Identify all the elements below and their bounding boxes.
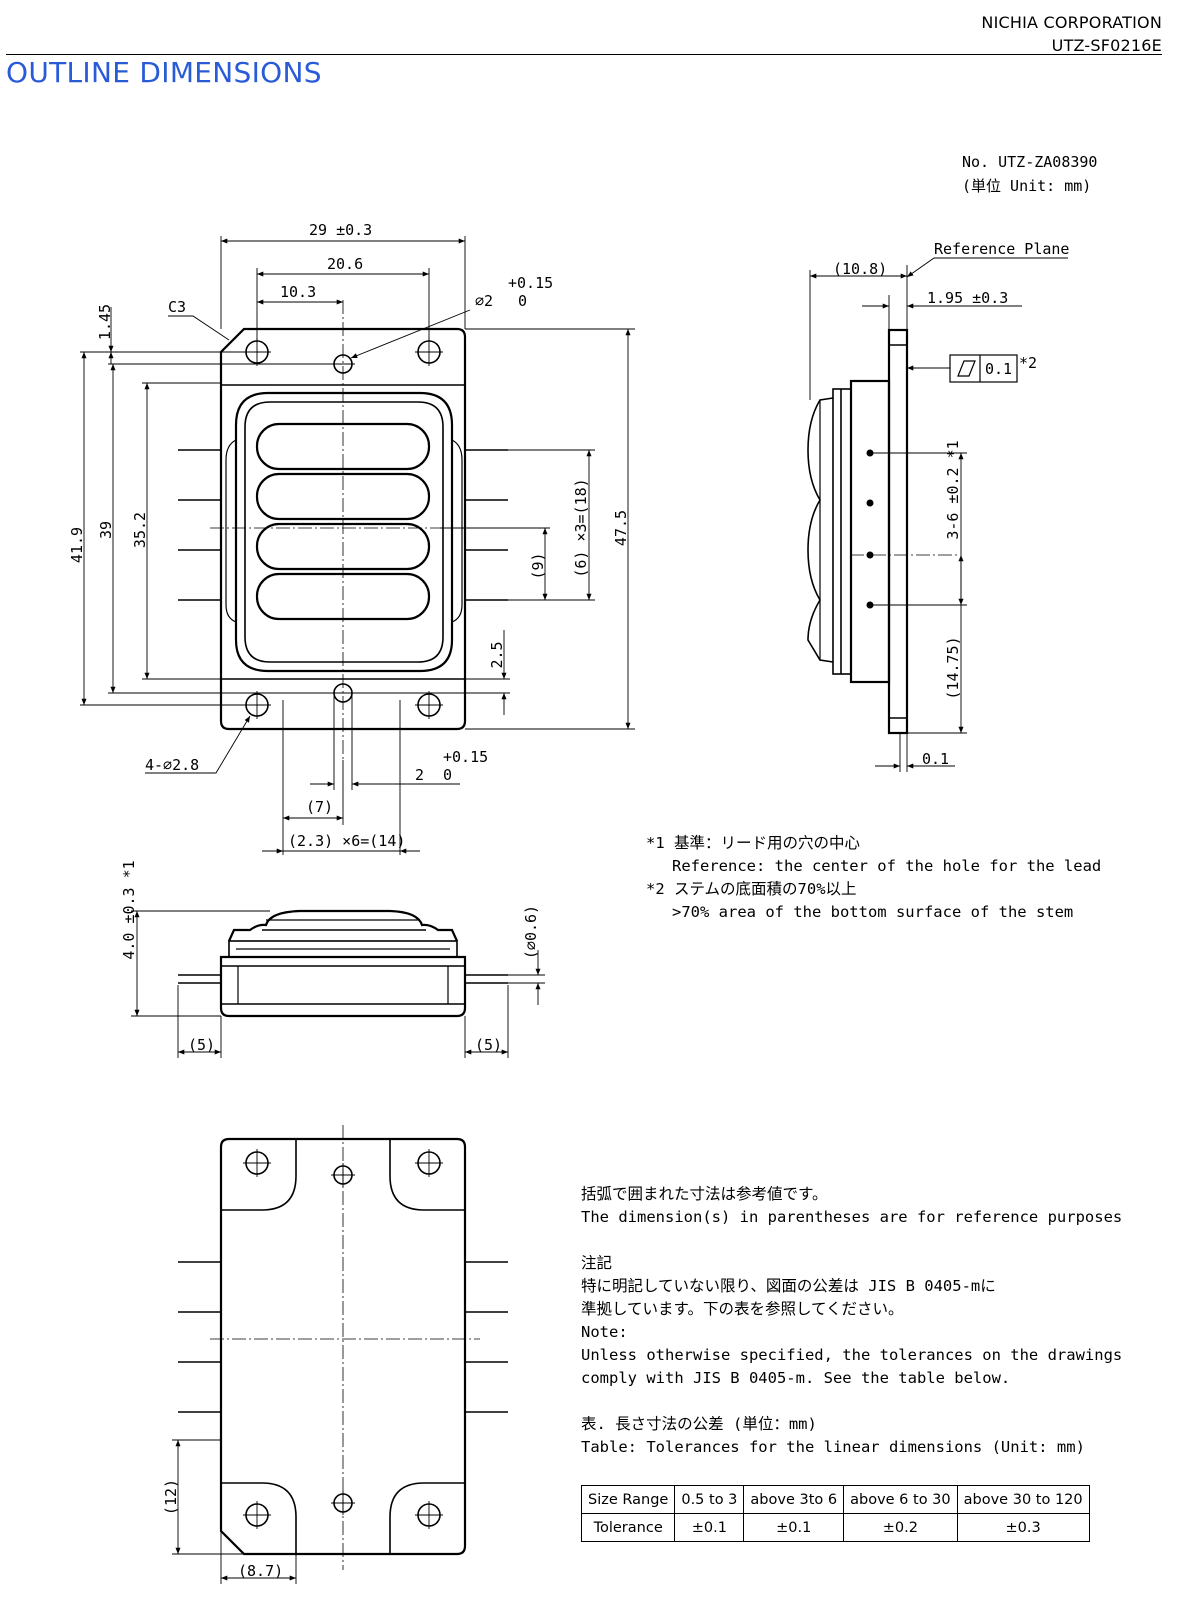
front-view: [178, 909, 508, 1018]
dim-1-45: 1.45: [96, 304, 114, 340]
note-1-en: Reference: the center of the hole for th…: [672, 857, 1102, 875]
page-title: OUTLINE DIMENSIONS: [6, 56, 322, 89]
note-ja-2: 準拠しています。下の表を参照してください。: [581, 1300, 904, 1318]
note-1-ja: *1 基準：リード用の穴の中心: [646, 834, 860, 852]
dim-14: (2.3) ×6=(14): [288, 832, 405, 850]
dim-lead-dia: (⌀0.6): [522, 905, 540, 959]
dim-chamfer: C3: [168, 298, 186, 316]
table-cell: ±0.1: [743, 1513, 845, 1542]
dim-0-1: 0.1: [922, 750, 949, 768]
document-id: UTZ-SF0216E: [1051, 36, 1162, 55]
dim-pitch-9: (9): [529, 552, 547, 579]
table-caption-ja: 表. 長さ寸法の公差 (単位：mm): [581, 1415, 817, 1433]
dim-7: (7): [306, 798, 333, 816]
table-cell: above 30 to 120: [956, 1485, 1090, 1514]
dim-8-7: (8.7): [238, 1562, 283, 1580]
top-view: [178, 300, 508, 760]
reference-plane-label: Reference Plane: [934, 240, 1069, 258]
hole-tol-lower: 0: [518, 292, 527, 310]
dim-lead-left: (5): [188, 1036, 215, 1054]
drawing-number: No. UTZ-ZA08390: [962, 153, 1097, 171]
table-cell: above 3to 6: [743, 1485, 845, 1514]
dim-39: 39: [97, 521, 115, 539]
note-en-2: comply with JIS B 0405-m. See the table …: [581, 1369, 1011, 1387]
paren-note-ja: 括弧で囲まれた寸法は参考値です。: [581, 1185, 828, 1203]
dim-14-75: (14.75): [944, 636, 962, 699]
table-cell: ±0.1: [674, 1513, 745, 1542]
table-cell: ±0.2: [843, 1513, 958, 1542]
dim-1-95: 1.95 ±0.3: [927, 289, 1008, 307]
note-ja-head: 注記: [581, 1254, 613, 1272]
flatness-note: *2: [1019, 354, 1037, 372]
slot-width: 2: [415, 766, 424, 784]
dim-35-2: 35.2: [131, 512, 149, 548]
table-caption-en: Table: Tolerances for the linear dimensi…: [581, 1438, 1085, 1456]
table-cell: above 6 to 30: [843, 1485, 958, 1514]
note-en-head: Note:: [581, 1323, 628, 1341]
slot-tol-lower: 0: [443, 766, 452, 784]
table-header-row: Size Range 0.5 to 3 above 3to 6 above 6 …: [580, 1485, 1090, 1514]
dim-2-5: 2.5: [488, 641, 506, 668]
dim-height-4-0: 4.0 ±0.3 *1: [120, 860, 138, 959]
front-view-dimensions: 4.0 ±0.3 *1 (⌀0.6) (5) (5): [120, 860, 545, 1058]
note-2-en: >70% area of the bottom surface of the s…: [672, 903, 1074, 921]
side-view-dimensions: Reference Plane (10.8) 1.95 ±0.3 0.1 *2 …: [809, 240, 1069, 772]
header-rule: [6, 54, 1162, 55]
notes-block-1: *1 基準：リード用の穴の中心 Reference: the center of …: [646, 832, 1101, 924]
top-view-dimensions: 29 ±0.3 20.6 10.3 C3 +0.15 ⌀2 0 41.9 39 …: [68, 221, 635, 855]
paren-note-en: The dimension(s) in parentheses are for …: [581, 1208, 1123, 1226]
tolerance-table: Size Range 0.5 to 3 above 3to 6 above 6 …: [580, 1485, 1090, 1542]
dim-10-8: (10.8): [833, 260, 887, 278]
dim-47-5: 47.5: [612, 510, 630, 546]
flatness-value: 0.1: [985, 360, 1012, 378]
unit-label: (単位 Unit: mm): [962, 177, 1091, 195]
notes-block-2: 括弧で囲まれた寸法は参考値です。 The dimension(s) in pare…: [581, 1183, 1122, 1459]
dim-pitch-18: (6) ×3=(18): [572, 478, 590, 577]
table-cell: 0.5 to 3: [674, 1485, 745, 1514]
company-name: NICHIA CORPORATION: [981, 13, 1162, 32]
table-cell: Size Range: [580, 1485, 676, 1514]
table-cell: ±0.3: [956, 1513, 1090, 1542]
dim-12: (12): [162, 1479, 180, 1515]
hole-tol-upper: +0.15: [508, 274, 553, 292]
slot-tol-upper: +0.15: [443, 748, 488, 766]
dim-width: 29 ±0.3: [309, 221, 372, 239]
dim-mount-holes: 4-⌀2.8: [145, 756, 199, 774]
bottom-view: [178, 1125, 508, 1570]
table-row: Tolerance ±0.1 ±0.1 ±0.2 ±0.3: [580, 1513, 1090, 1542]
side-view: [807, 328, 960, 735]
dim-lead-right: (5): [475, 1036, 502, 1054]
dim-41-9: 41.9: [68, 527, 86, 563]
note-en-1: Unless otherwise specified, the toleranc…: [581, 1346, 1123, 1364]
note-2-ja: *2 ステムの底面積の70%以上: [646, 880, 857, 898]
table-cell: Tolerance: [580, 1513, 676, 1542]
dim-pitch-inner: 10.3: [280, 283, 316, 301]
hole-dia: ⌀2: [475, 292, 493, 310]
bottom-view-dimensions: (12) (8.7): [162, 1439, 297, 1584]
dim-lead-pitch: 3-6 ±0.2 *1: [944, 440, 962, 539]
note-ja-1: 特に明記していない限り、図面の公差は JIS B 0405-mに: [581, 1277, 996, 1295]
dim-pitch-outer: 20.6: [327, 255, 363, 273]
